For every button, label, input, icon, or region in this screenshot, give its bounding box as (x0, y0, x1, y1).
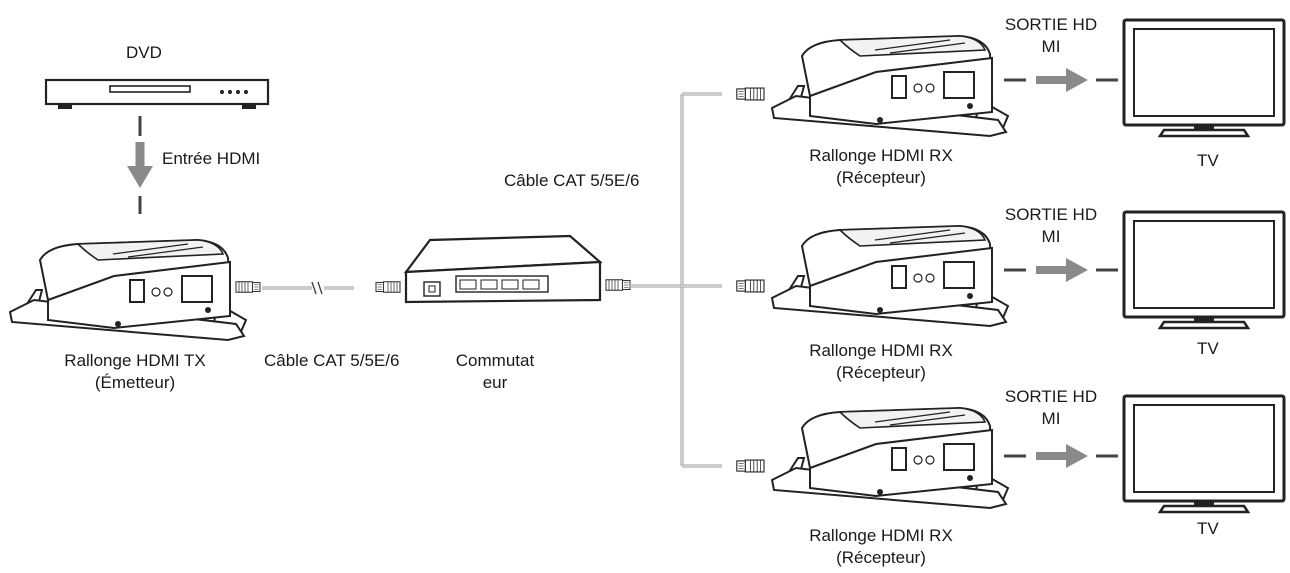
switch-label-line1: Commutat (455, 351, 535, 370)
hdmi-extender-tx-icon (9, 239, 247, 341)
tx-label: Rallonge HDMI TX (Émetteur) (40, 350, 230, 394)
hdmi-output-label: SORTIE HD MI (996, 14, 1106, 58)
hdmi-extender-rx-icon (771, 225, 1009, 327)
rx-label-line2: (Récepteur) (836, 548, 926, 567)
rx-label-line2: (Récepteur) (836, 168, 926, 187)
cat-cable-right (605, 87, 765, 473)
rx-label: Rallonge HDMI RX (Récepteur) (786, 145, 976, 189)
hdmi-output-line2: MI (1041, 37, 1061, 56)
rx-label-line1: Rallonge HDMI RX (809, 146, 953, 165)
tv-icon (1122, 394, 1286, 514)
tv-label: TV (1197, 339, 1219, 358)
rx-label-line1: Rallonge HDMI RX (809, 341, 953, 360)
cat-cable-left (235, 281, 401, 295)
tx-label-line2: (Émetteur) (94, 373, 176, 392)
switch-label-line2: eur (482, 373, 508, 392)
cable-left-label: Câble CAT 5/5E/6 (264, 351, 400, 370)
hdmi-output-line1: SORTIE HD (1004, 15, 1098, 34)
switch-label: Commutat eur (440, 350, 550, 394)
cable-right-label: Câble CAT 5/5E/6 (504, 171, 640, 190)
tv-icon (1122, 210, 1286, 330)
hdmi-output-arrow-icon (1004, 68, 1118, 92)
network-switch-icon (403, 234, 603, 304)
hdmi-output-line2: MI (1041, 227, 1061, 246)
tv-icon (1122, 18, 1286, 138)
hdmi-output-label: SORTIE HD MI (996, 204, 1106, 248)
tv-label: TV (1197, 519, 1219, 538)
hdmi-output-label: SORTIE HD MI (996, 386, 1106, 430)
hdmi-input-label: Entrée HDMI (162, 149, 261, 168)
hdmi-input-arrow-icon (127, 116, 153, 214)
rx-label: Rallonge HDMI RX (Récepteur) (786, 525, 976, 569)
hdmi-output-arrow-icon (1004, 258, 1118, 282)
dvd-label: DVD (126, 43, 162, 62)
hdmi-extender-rx-icon (771, 407, 1009, 509)
tv-label: TV (1197, 151, 1219, 170)
rx-label-line2: (Récepteur) (836, 363, 926, 382)
rx-label-line1: Rallonge HDMI RX (809, 526, 953, 545)
rx-label: Rallonge HDMI RX (Récepteur) (786, 340, 976, 384)
hdmi-output-line2: MI (1041, 409, 1061, 428)
hdmi-extender-rx-icon (771, 35, 1009, 137)
tx-label-line1: Rallonge HDMI TX (64, 351, 206, 370)
hdmi-output-line1: SORTIE HD (1004, 387, 1098, 406)
dvd-player-icon (44, 78, 270, 109)
hdmi-output-line1: SORTIE HD (1004, 205, 1098, 224)
hdmi-output-arrow-icon (1004, 444, 1118, 468)
